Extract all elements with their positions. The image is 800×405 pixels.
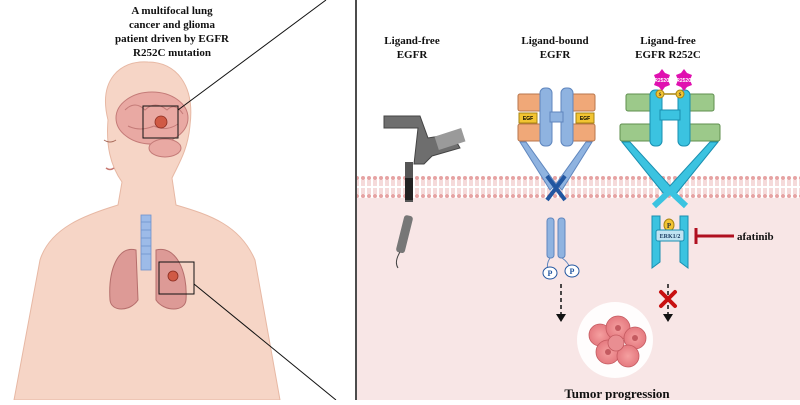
- mutant-tm-cross: [651, 173, 689, 209]
- eye: [103, 139, 117, 143]
- signal-arrowhead-bound: [556, 314, 566, 322]
- mutant-dimer-bridge: [659, 109, 681, 121]
- cytoplasm: [357, 198, 800, 400]
- cell-membrane: [357, 176, 800, 198]
- ligand-free-label-1: Ligand-free: [384, 35, 440, 47]
- egf-domain-right-bottom: [570, 123, 596, 142]
- ligand-bound-tm-cross: [545, 174, 567, 202]
- ligand-free-egfr: Ligand-free EGFR: [383, 35, 466, 269]
- egf-ligand-right: [575, 112, 595, 124]
- lips: [105, 167, 115, 171]
- mutant-domain-left-bottom: [619, 123, 655, 142]
- mutation-badge-left: [654, 69, 670, 91]
- mutant-label-2: EGFR R252C: [635, 49, 701, 61]
- patient-title-line-2: cancer and glioma: [129, 19, 215, 31]
- lung-zoom-box: [158, 261, 195, 295]
- mutant-domain-right-bottom: [685, 123, 721, 142]
- zoom-line-brain: [177, 0, 327, 111]
- egf-ligand-left: [518, 112, 538, 124]
- mutation-badge-right: [676, 69, 692, 91]
- mutant-kinase-left: [651, 215, 661, 269]
- ligand-free-extracellular: [383, 115, 461, 165]
- egf-domain-left-bottom: [517, 123, 543, 142]
- phospho-right-label: P: [570, 267, 575, 276]
- phospho-left: [542, 266, 558, 280]
- brain-zoom-box: [142, 105, 179, 139]
- trachea: [140, 214, 152, 271]
- afatinib-label: afatinib: [737, 231, 774, 243]
- mutant-label-1: Ligand-free: [640, 35, 696, 47]
- ligand-free-label-2: EGFR: [397, 49, 429, 61]
- outcome-label: Tumor progression: [564, 386, 670, 400]
- zoom-line-lung: [193, 283, 337, 401]
- afatinib-inhibitor: afatinib: [694, 228, 774, 244]
- erk-box: [655, 229, 685, 242]
- ligand-bound-kinase-left: [546, 217, 555, 259]
- phospho-left-label: P: [548, 269, 553, 278]
- disulfide-right-label: S: [679, 93, 682, 98]
- block-x-icon: [659, 290, 677, 308]
- brain-tumor: [154, 115, 168, 129]
- left-lung: [109, 248, 139, 310]
- signal-arrowhead-mutant: [663, 314, 673, 322]
- mutant-egfr: Ligand-free EGFR R252C R252C R252C S S: [619, 35, 721, 322]
- ligand-bound-egfr: Ligand-bound EGFR EGF EGF: [517, 35, 596, 322]
- ligand-bound-label-1: Ligand-bound: [521, 35, 588, 47]
- phospho-right: [564, 264, 580, 278]
- patient-title-line-3: patient driven by EGFR: [115, 33, 230, 45]
- ligand-bound-label-2: EGFR: [540, 49, 572, 61]
- brain: [115, 91, 189, 158]
- mutant-kinase-right: [679, 215, 689, 269]
- ligand-free-kinase: [396, 215, 413, 254]
- disulfide-left-label: S: [659, 93, 662, 98]
- mutation-badge-left-label: R252C: [654, 78, 670, 84]
- ligand-free-tail: [395, 251, 401, 269]
- ligand-bound-dimer-bridge: [549, 111, 564, 123]
- erk-label: ERK1/2: [660, 234, 681, 240]
- egf-ligand-right-label: EGF: [580, 116, 590, 122]
- ligand-bound-kinase-right: [557, 217, 566, 259]
- egf-domain-left-top: [517, 93, 543, 112]
- ligand-free-domain-back: [434, 128, 466, 150]
- mechanism-panel: Ligand-free EGFR Ligand-bound EGFR EGF: [355, 0, 800, 403]
- ligand-free-tm: [405, 178, 413, 200]
- egf-domain-right-top: [570, 93, 596, 112]
- mutation-badge-right-label: R252C: [676, 78, 692, 84]
- patient-title-line-4: R252C mutation: [133, 47, 211, 59]
- tumor-cluster: [577, 302, 653, 378]
- lung-tumor: [167, 270, 179, 282]
- egf-ligand-left-label: EGF: [523, 116, 533, 122]
- mutant-phospho-label: P: [667, 222, 672, 230]
- patient-panel: A multifocal lung cancer and glioma pati…: [13, 0, 337, 401]
- patient-title-line-1: A multifocal lung: [131, 5, 213, 17]
